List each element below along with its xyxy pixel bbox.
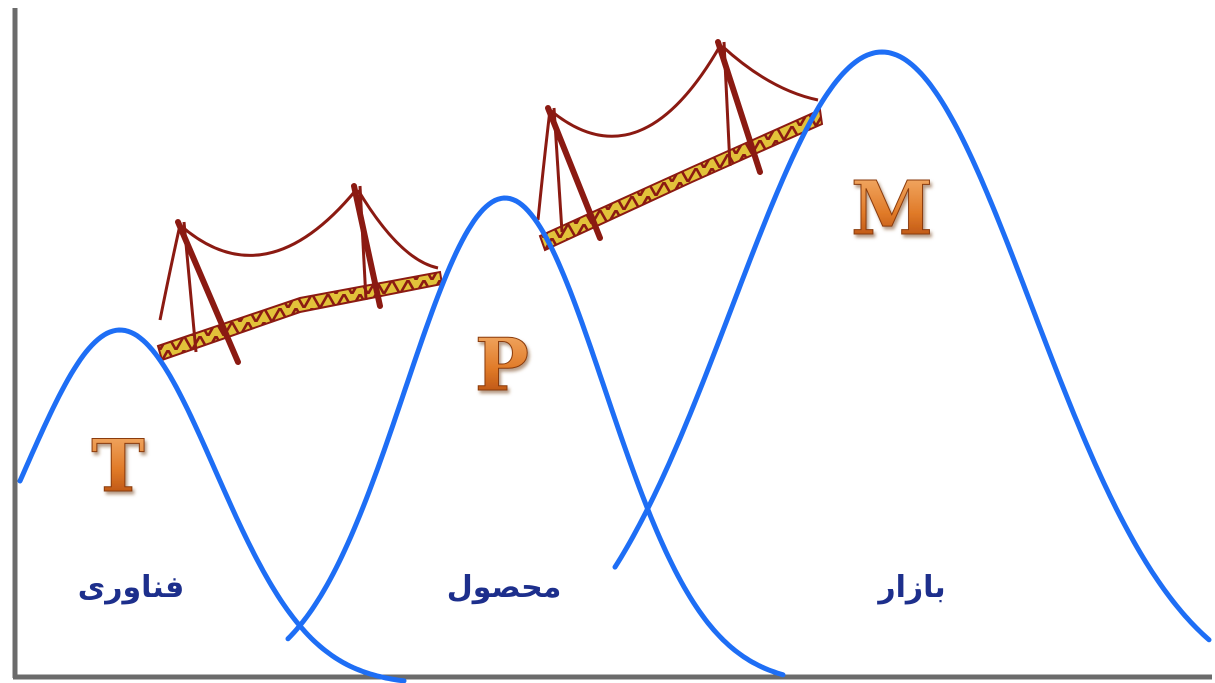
stage-label-product: محصول	[447, 570, 562, 605]
bridge-icon	[156, 183, 444, 365]
curve-technology	[17, 327, 407, 683]
stage-label-technology: فناوری	[78, 570, 185, 605]
stage-label-market: بازار	[876, 570, 945, 605]
stage-letter-m: M	[851, 166, 933, 252]
curve-market	[612, 49, 1212, 643]
stage-letter-p: P	[475, 322, 529, 407]
bridge-icon	[536, 39, 824, 252]
stage-letter-t: T	[91, 423, 145, 508]
curves	[17, 49, 1212, 683]
curve-product	[285, 195, 786, 678]
axes	[12, 8, 1212, 680]
